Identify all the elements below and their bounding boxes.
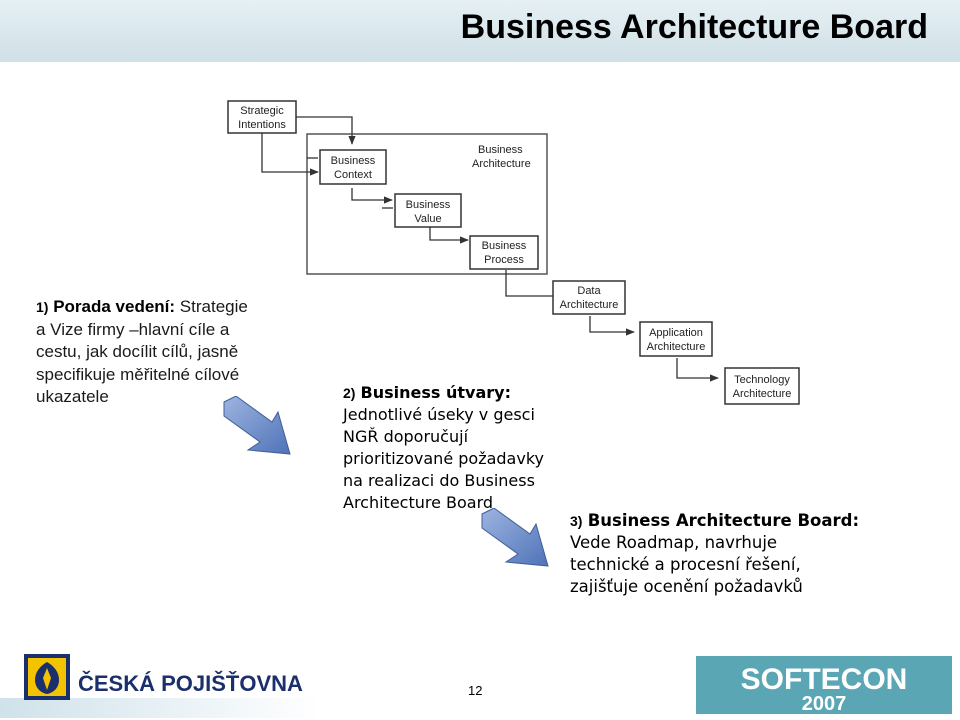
box-technology-architecture: Technology Architecture	[724, 367, 800, 405]
svg-text:Business: Business	[331, 155, 376, 167]
step2-line: Architecture Board	[343, 493, 494, 512]
step3-text: 3) Business Architecture Board: Vede Roa…	[570, 510, 950, 598]
step1-line5: ukazatele	[36, 387, 109, 406]
step3-number: 3)	[570, 513, 583, 529]
svg-text:SOFTECON: SOFTECON	[741, 663, 908, 696]
step1-line3: cestu, jak docílit cílů, jasně	[36, 342, 239, 361]
header-band	[0, 0, 960, 62]
svg-text:2007: 2007	[802, 693, 847, 714]
step1-line4: specifikuje měřitelné cílové	[36, 364, 240, 384]
step3-line: zajišťuje ocenění požadavků	[570, 577, 803, 596]
step2-line: NGŘ doporučují	[343, 427, 469, 446]
box-application-architecture: Application Architecture	[639, 321, 713, 357]
svg-text:Architecture: Architecture	[647, 341, 706, 353]
svg-text:Architecture: Architecture	[472, 158, 531, 170]
svg-text:Business: Business	[478, 144, 523, 156]
box-business-value: Business Value	[394, 193, 462, 228]
softecon-logo: SOFTECON 2007	[696, 656, 952, 715]
arrow-down-right-icon	[481, 508, 549, 567]
step3-line: Vede Roadmap, navrhuje	[570, 533, 778, 552]
svg-text:Value: Value	[414, 213, 441, 225]
step2-heading: Business útvary:	[360, 383, 511, 402]
step3-line: technické a procesní řešení,	[570, 555, 801, 574]
box-strategic-intentions: Strategic Intentions	[227, 100, 297, 134]
svg-text:Data: Data	[577, 285, 601, 297]
label-business-architecture: Business Architecture	[472, 144, 531, 170]
box-data-architecture: Data Architecture	[552, 280, 626, 315]
svg-text:Application: Application	[649, 327, 703, 339]
connectors	[261, 116, 719, 382]
step2-number: 2)	[343, 385, 356, 401]
step1-heading: Porada vedení:	[53, 297, 176, 316]
arrow-down-right-icon	[223, 396, 291, 455]
step3-heading: Business Architecture Board:	[587, 511, 860, 530]
step2-line: na realizaci do Business	[343, 471, 535, 490]
page-title: Business Architecture Board	[460, 8, 928, 46]
step1-line2: a Vize firmy –hlavní cíle a	[36, 319, 230, 339]
svg-text:Architecture: Architecture	[733, 388, 792, 400]
box-business-process: Business Process	[469, 235, 539, 270]
svg-text:Business: Business	[482, 240, 527, 252]
svg-text:Business: Business	[406, 199, 451, 211]
step1-number: 1)	[36, 299, 49, 315]
step1-line1: Strategie	[179, 297, 248, 316]
page-number: 12	[468, 683, 483, 698]
step2-line: prioritizované požadavky	[343, 449, 544, 468]
box-business-context: Business Context	[319, 149, 387, 185]
svg-text:Technology: Technology	[734, 374, 790, 386]
svg-text:Architecture: Architecture	[560, 299, 619, 311]
svg-text:ČESKÁ POJIŠŤOVNA: ČESKÁ POJIŠŤOVNA	[78, 671, 303, 696]
svg-text:Strategic: Strategic	[240, 105, 284, 117]
svg-text:Context: Context	[334, 169, 372, 181]
step1-text: 1) Porada vedení: Strategie a Vize firmy…	[36, 296, 326, 409]
ceska-pojistovna-logo: ČESKÁ POJIŠŤOVNA	[24, 654, 303, 700]
footer-band	[0, 698, 320, 718]
step2-text: 2) Business útvary: Jednotlivé úseky v g…	[343, 382, 613, 514]
svg-text:Process: Process	[484, 254, 524, 266]
step2-line: Jednotlivé úseky v gesci	[343, 405, 535, 424]
svg-text:Intentions: Intentions	[238, 119, 286, 131]
